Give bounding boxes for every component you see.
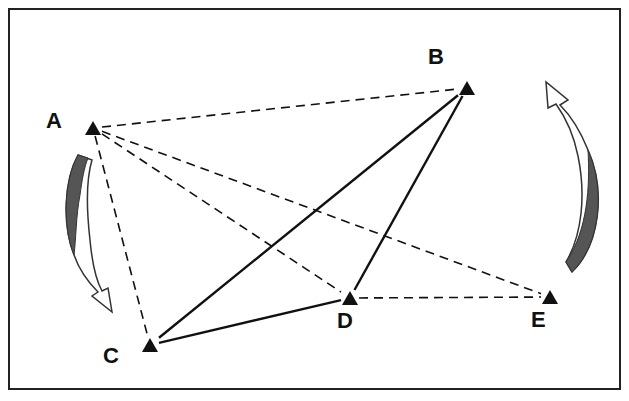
triangle-marker xyxy=(84,120,102,136)
point-marker: A xyxy=(84,120,102,136)
triangle-marker xyxy=(541,289,559,305)
point-marker: D xyxy=(341,290,359,306)
frame-border xyxy=(9,9,620,389)
solid-line xyxy=(159,300,341,343)
triangle-marker xyxy=(341,290,359,306)
point-label: D xyxy=(337,310,353,332)
rotation-arrow xyxy=(66,155,112,312)
point-label: C xyxy=(103,345,119,367)
solid-line xyxy=(159,95,458,337)
dashed-line xyxy=(95,136,148,337)
point-marker: E xyxy=(541,289,559,305)
solid-line xyxy=(354,96,462,290)
point-marker: C xyxy=(141,337,159,353)
triangle-marker xyxy=(141,337,159,353)
rotation-arrow xyxy=(546,82,598,272)
triangle-marker xyxy=(458,80,476,96)
point-marker: B xyxy=(458,80,476,96)
dashed-line xyxy=(102,131,541,293)
dashed-line xyxy=(102,134,341,292)
point-label: E xyxy=(531,309,546,331)
dashed-line xyxy=(102,89,458,127)
point-label: A xyxy=(46,110,62,132)
point-label: B xyxy=(428,46,444,68)
dashed-line xyxy=(359,297,541,299)
